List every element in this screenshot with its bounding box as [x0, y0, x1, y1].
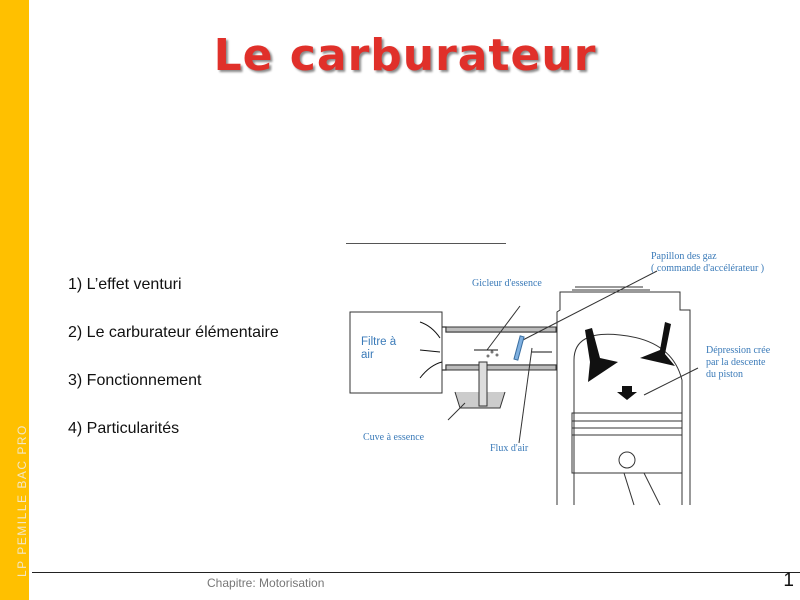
label-throttle-1: Papillon des gaz — [651, 251, 717, 262]
label-depression-1: Dépression crée — [706, 345, 771, 356]
outline-item: 2) Le carburateur élémentaire — [68, 324, 279, 341]
sidebar-band: LP PEMILLE BAC PRO — [0, 0, 29, 600]
outline-item: 1) L’effet venturi — [68, 276, 182, 293]
outline-list: 1) L’effet venturi 2) Le carburateur élé… — [68, 275, 279, 467]
footer-chapter: Chapitre: Motorisation — [207, 576, 325, 590]
intake-valve — [585, 328, 618, 382]
label-depression-2: par la descente — [706, 357, 766, 368]
down-arrow — [617, 386, 637, 400]
cylinder — [573, 333, 683, 505]
exhaust-valve — [640, 322, 675, 366]
label-airflow: Flux d'air — [490, 443, 529, 454]
air-filter-box — [349, 311, 443, 394]
label-bowl: Cuve à essence — [363, 432, 425, 443]
label-filter-1: Filtre à — [361, 336, 397, 348]
label-filter-2: air — [361, 349, 374, 361]
outline-item: 4) Particularités — [68, 420, 180, 437]
slide-title: Le carburateur — [213, 30, 597, 81]
outline-item: 3) Fonctionnement — [68, 372, 202, 389]
engine-block — [556, 291, 691, 505]
label-jet: Gicleur d'essence — [472, 278, 542, 289]
page-number: 1 — [783, 570, 794, 591]
throttle-plate — [513, 335, 525, 361]
label-depression-3: du piston — [706, 369, 743, 380]
piston — [571, 412, 683, 474]
divider — [346, 243, 506, 244]
footer-divider — [32, 572, 800, 573]
label-throttle-2: ( commande d'accélérateur ) — [651, 263, 764, 274]
